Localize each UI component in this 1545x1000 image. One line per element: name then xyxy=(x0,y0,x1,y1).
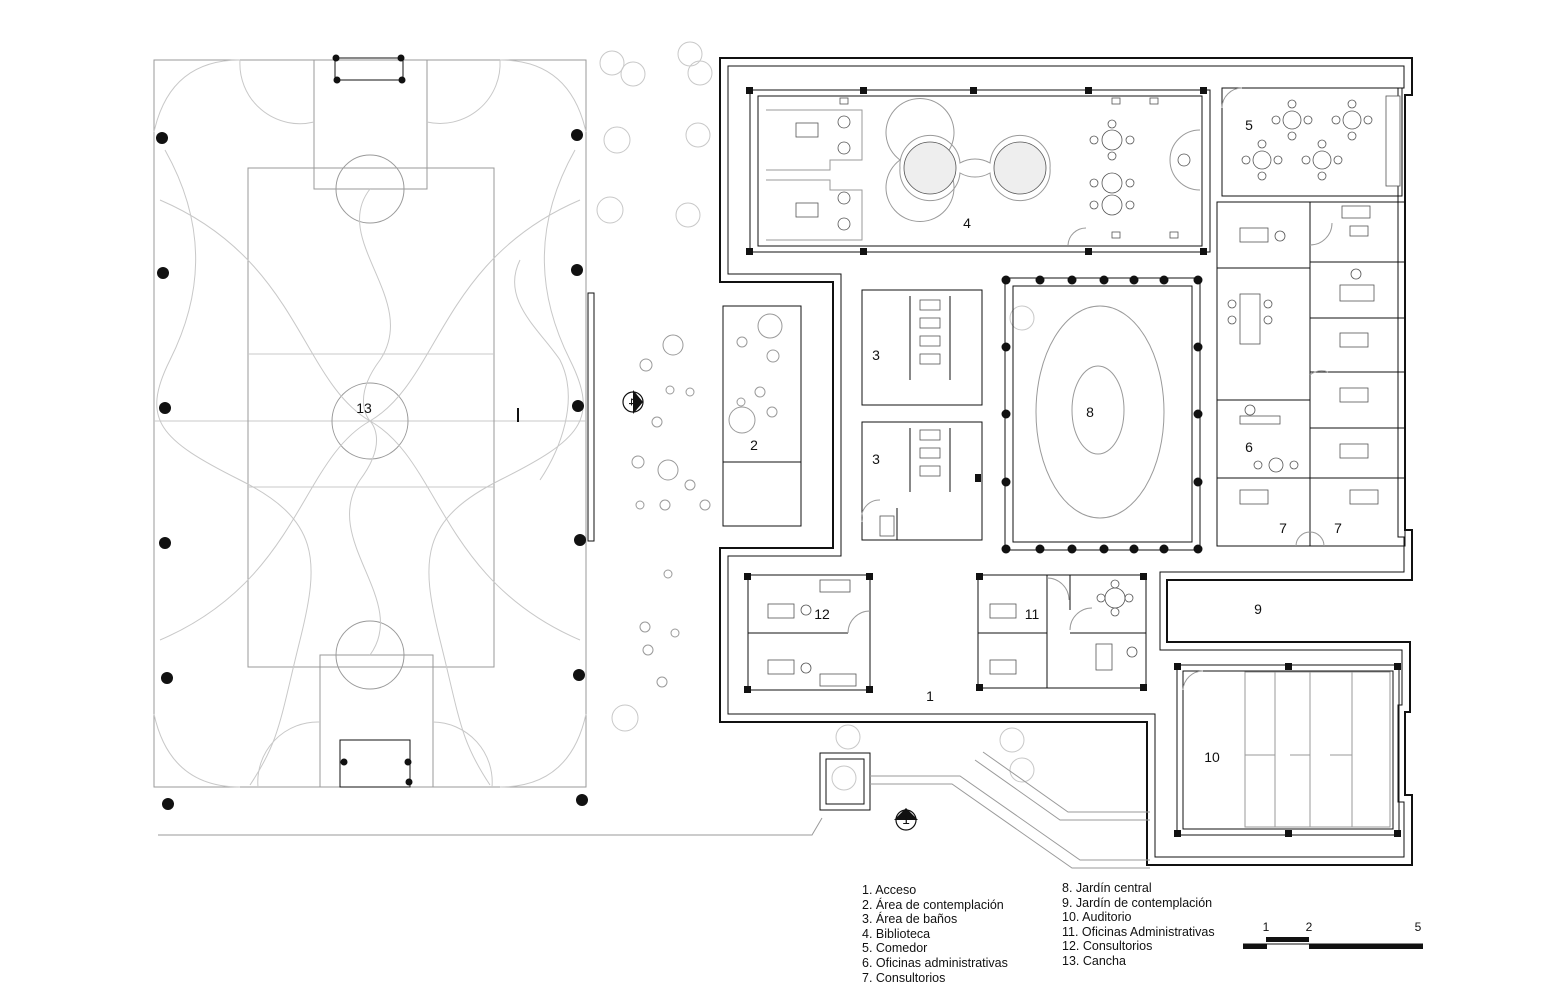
room-label-10: 10 xyxy=(1204,749,1220,765)
legend-item: 10. Auditorio xyxy=(1062,910,1132,925)
room-label-9: 9 xyxy=(1254,601,1262,617)
room-label-7b: 7 xyxy=(1334,520,1342,536)
legend-item: 2. Área de contemplación xyxy=(862,897,1004,912)
legend-item: 3. Área de baños xyxy=(862,912,958,927)
admin-offices-11 xyxy=(977,574,1147,689)
section-marker-4-label: 4 xyxy=(626,398,642,406)
section-marker-1: 1 xyxy=(894,808,918,831)
legend-item: 11. Oficinas Administrativas xyxy=(1062,924,1215,939)
consult-rooms-12 xyxy=(747,574,871,691)
entrance-ramp xyxy=(819,751,1150,869)
room-label-3a: 3 xyxy=(872,347,880,363)
legend-item: 1. Acceso xyxy=(862,883,917,897)
room-label-3b: 3 xyxy=(872,451,880,467)
landscape-plants xyxy=(596,41,1035,791)
bathrooms xyxy=(861,289,983,541)
legend-item: 13. Cancha xyxy=(1062,953,1126,968)
admin-offices-6 xyxy=(1216,201,1406,547)
room-label-4: 4 xyxy=(963,215,971,231)
room-label-7a: 7 xyxy=(1279,520,1287,536)
building-columns xyxy=(744,87,1401,837)
room-label-13: 13 xyxy=(356,400,372,416)
room-label-1: 1 xyxy=(926,688,934,704)
legend-item: 12. Consultorios xyxy=(1062,939,1153,954)
room-label-5: 5 xyxy=(1245,117,1253,133)
central-garden-columns xyxy=(1001,275,1203,554)
dining-room xyxy=(1221,87,1403,197)
legend-item: 7. Consultorios xyxy=(862,970,946,985)
scale-label-1: 1 xyxy=(1263,920,1270,934)
legend-left: 1. Acceso 2. Área de contemplación 3. Ár… xyxy=(862,883,1008,985)
room-label-8: 8 xyxy=(1086,404,1094,420)
room-label-6: 6 xyxy=(1245,439,1253,455)
building-outer-wall xyxy=(719,57,1413,866)
section-marker-4: 4 xyxy=(622,390,644,414)
room-label-12: 12 xyxy=(814,606,830,622)
soccer-field xyxy=(153,57,595,788)
legend-item: 6. Oficinas administrativas xyxy=(862,955,1008,970)
legend-right: 8. Jardín central 9. Jardín de contempla… xyxy=(1062,881,1215,969)
legend-item: 5. Comedor xyxy=(862,941,928,956)
consult-rooms-7 xyxy=(1239,478,1379,547)
section-marker-1-label: 1 xyxy=(902,811,910,827)
field-lights xyxy=(156,54,588,810)
room-label-2: 2 xyxy=(750,437,758,453)
scale-bar: 1 2 5 xyxy=(1243,920,1423,949)
legend-item: 4. Biblioteca xyxy=(862,926,931,941)
room-labels: 13 2 3 3 4 5 6 7 7 8 9 10 11 12 1 xyxy=(356,117,1342,765)
scale-label-5: 5 xyxy=(1415,920,1422,934)
contemplation-area-2 xyxy=(722,305,802,527)
library xyxy=(749,89,1211,253)
room-label-11: 11 xyxy=(1025,606,1040,622)
legend-item: 9. Jardín de contemplación xyxy=(1062,895,1213,910)
site-boundary xyxy=(158,817,823,836)
scale-label-2: 2 xyxy=(1306,920,1313,934)
legend-item: 8. Jardín central xyxy=(1062,881,1152,895)
